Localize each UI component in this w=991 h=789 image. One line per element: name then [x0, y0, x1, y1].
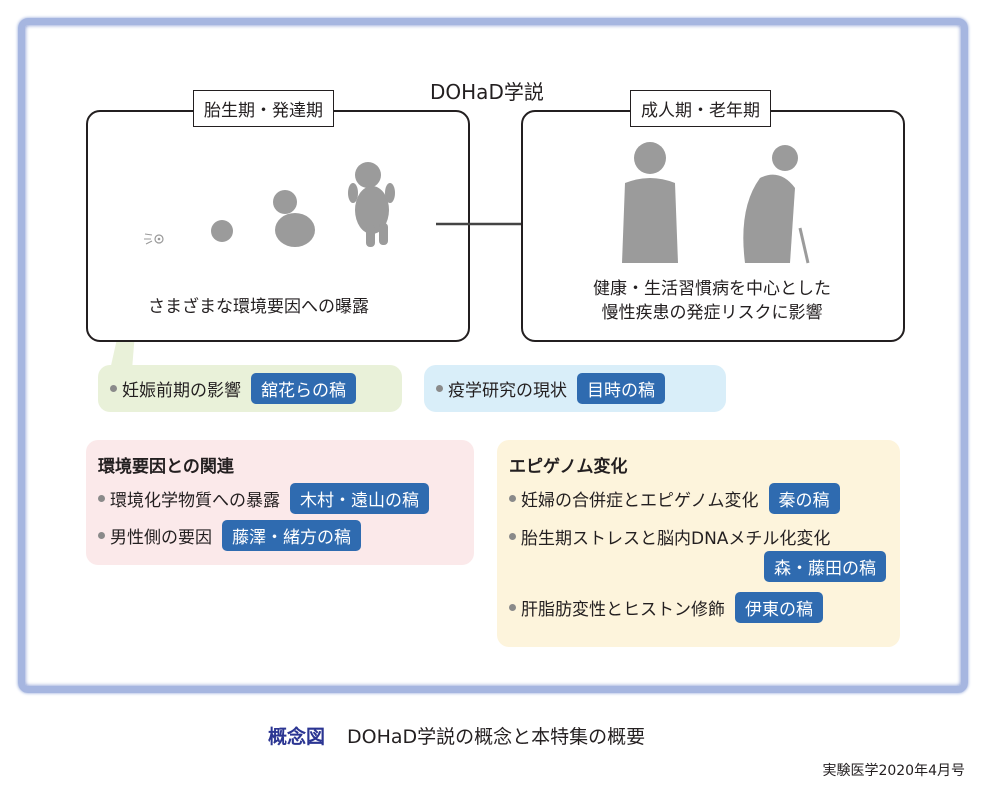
adult-stage-caption: 健康・生活習慣病を中心とした 慢性疾患の発症リスクに影響	[521, 277, 903, 325]
environment-box: 環境要因との関連 環境化学物質への暴露木村・遠山の稿 男性側の要因藤澤・緒方の稿	[86, 440, 474, 565]
bullet-icon	[436, 385, 443, 392]
embryo-icon	[211, 220, 233, 242]
article-tag: 森・藤田の稿	[764, 551, 886, 582]
bullet-icon	[509, 533, 516, 540]
figure-frame	[18, 18, 968, 693]
item-text: 肝脂肪変性とヒストン修飾	[521, 600, 725, 620]
elderly-icon	[743, 145, 810, 264]
bullet-icon	[98, 532, 105, 539]
epigenome-heading: エピゲノム変化	[509, 457, 628, 477]
bullet-icon	[110, 385, 117, 392]
adult-stage-box	[521, 110, 905, 342]
figure-caption: 概念図 DOHaD学説の概念と本特集の概要	[268, 722, 645, 749]
article-tag: 目時の稿	[577, 373, 665, 404]
article-tag: 舘花らの稿	[251, 373, 356, 404]
item-text: 胎生期ストレスと脳内DNAメチル化変化	[521, 529, 831, 549]
bullet-icon	[509, 495, 516, 502]
preconception-box: 妊娠前期の影響舘花らの稿	[98, 365, 402, 412]
diagram-title: DOHaD学説	[430, 80, 544, 104]
bullet-icon	[98, 495, 105, 502]
epidemiology-text: 疫学研究の現状	[448, 381, 567, 401]
figure-caption-text: DOHaD学説の概念と本特集の概要	[347, 726, 646, 748]
item-text: 男性側の要因	[110, 528, 212, 548]
adult-caption-line1: 健康・生活習慣病を中心とした	[593, 279, 831, 299]
article-tag: 木村・遠山の稿	[290, 483, 429, 514]
fetal-stage-caption: さまざまな環境要因への曝露	[148, 297, 369, 317]
figure-caption-label: 概念図	[268, 726, 326, 748]
source-note: 実験医学2020年4月号	[822, 763, 965, 779]
article-tag: 藤澤・緒方の稿	[222, 520, 361, 551]
adult-icons	[622, 142, 810, 264]
bullet-icon	[509, 604, 516, 611]
item-text: 環境化学物質への暴露	[110, 491, 280, 511]
adult-icon	[622, 142, 678, 263]
article-tag: 伊東の稿	[735, 592, 823, 623]
epidemiology-box: 疫学研究の現状目時の稿	[424, 365, 726, 412]
environment-heading: 環境要因との関連	[98, 457, 234, 477]
article-tag: 秦の稿	[768, 483, 840, 514]
infant-icon	[348, 162, 395, 247]
epigenome-box: エピゲノム変化 妊婦の合併症とエピゲノム変化秦の稿 胎生期ストレスと脳内DNAメ…	[497, 440, 900, 647]
adult-caption-line2: 慢性疾患の発症リスクに影響	[601, 303, 823, 323]
adult-stage-label: 成人期・老年期	[630, 90, 771, 127]
sperm-egg-icon	[144, 233, 164, 245]
fetus-icon	[273, 190, 315, 247]
preconception-text: 妊娠前期の影響	[122, 381, 241, 401]
fetal-development-icons	[144, 162, 395, 247]
item-text: 妊婦の合併症とエピゲノム変化	[521, 491, 759, 511]
fetal-stage-label: 胎生期・発達期	[193, 90, 334, 127]
